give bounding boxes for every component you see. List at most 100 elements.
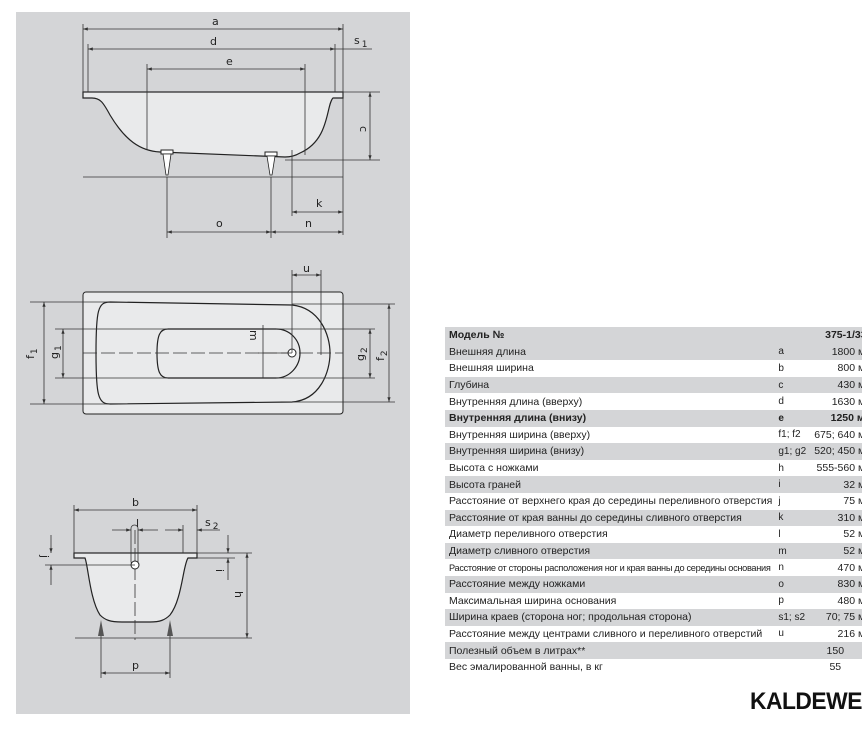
dim-label-g1: g1	[48, 345, 64, 359]
foot-right	[264, 151, 278, 176]
row-symbol: m	[776, 542, 811, 560]
row-value: 1800 мм	[810, 343, 862, 361]
row-label: Вес эмалированной ванны, в кг	[449, 661, 603, 674]
row-symbol: p	[778, 595, 784, 607]
row-value: 830 мм	[810, 575, 862, 593]
table-row: Полезный объем в литрах**150	[445, 642, 862, 659]
kaldewei-logo: KALDEWEI	[750, 688, 862, 715]
row-value: 216 мм	[837, 627, 862, 640]
row-symbol: l	[778, 528, 781, 540]
row-symbol: i	[776, 476, 811, 493]
top-view: u m f1 g1 g2 f2	[24, 262, 395, 415]
dim-label-d: d	[210, 35, 217, 48]
row-label: Расстояние между ножками	[445, 575, 777, 593]
row-value: 1250 мм	[810, 409, 862, 427]
dim-label-n: n	[305, 217, 312, 230]
row-value: 70; 75 мм	[810, 609, 862, 626]
row-symbol: e	[776, 409, 811, 427]
dim-label-h: h	[232, 591, 245, 598]
row-value: 520; 450 мм	[810, 443, 862, 460]
row-label: Внутренняя ширина (внизу)	[445, 443, 777, 460]
row-label: Расстояние от края ванны до середины сли…	[445, 509, 777, 527]
dim-label-l: l	[136, 517, 139, 530]
dim-label-o: o	[216, 217, 223, 230]
table-row: Диаметр переливного отверстия l 52 мм	[445, 526, 862, 543]
row-symbol: k	[776, 509, 811, 527]
row-value: 480 мм	[837, 594, 862, 607]
table-row: Внутренняя длина (вверху) d 1630 мм	[445, 393, 862, 410]
row-symbol: g1; g2	[776, 443, 811, 460]
row-value: 470 мм	[837, 561, 862, 574]
table-row: Расстояние между центрами сливного и пер…	[445, 626, 862, 643]
row-symbol: h	[778, 462, 784, 474]
row-label: Внутренняя длина (внизу)	[445, 409, 777, 427]
row-label: Ширина краев (сторона ног; продольная ст…	[445, 609, 777, 626]
dim-label-e: e	[226, 55, 233, 68]
row-symbol: n	[778, 562, 784, 574]
row-symbol: j	[778, 495, 781, 507]
row-label: Расстояние от верхнего края до середины …	[449, 495, 773, 508]
row-label: Высота с ножками	[449, 462, 539, 475]
dim-label-p: p	[132, 659, 139, 672]
row-symbol: s1; s2	[776, 609, 811, 626]
dim-label-m: m	[247, 330, 260, 341]
row-value: 675; 640 мм	[814, 428, 862, 441]
model-number: 375-1/337	[810, 327, 862, 344]
row-label: Внешняя ширина	[449, 362, 534, 375]
row-value: 430 мм	[810, 376, 862, 394]
dim-label-i: i	[213, 569, 226, 572]
row-value: 150	[810, 642, 862, 659]
dim-label-f2: f2	[374, 350, 390, 361]
dim-label-g2: g2	[354, 347, 370, 361]
row-value: 75 мм	[843, 495, 862, 508]
table-row: Расстояние от верхнего края до середины …	[445, 493, 862, 510]
dim-label-c: c	[357, 126, 370, 132]
row-symbol: o	[776, 575, 811, 593]
model-label: Модель №	[445, 327, 777, 344]
row-label: Максимальная ширина основания	[449, 594, 617, 607]
row-symbol: a	[776, 343, 811, 361]
row-value: 310 мм	[810, 509, 862, 527]
dim-label-a: a	[212, 15, 219, 28]
table-row: Вес эмалированной ванны, в кг 55	[445, 659, 862, 676]
row-label: Расстояние от стороны расположения ног и…	[449, 562, 771, 573]
row-symbol: d	[778, 396, 784, 408]
row-symbol	[776, 642, 811, 659]
dim-label-j: j	[38, 554, 51, 558]
row-value: 800 мм	[837, 362, 862, 375]
dim-label-k: k	[316, 197, 323, 210]
row-label: Расстояние между центрами сливного и пер…	[449, 627, 763, 640]
row-symbol: f1; f2	[778, 429, 801, 441]
row-value: 55	[829, 661, 842, 674]
row-label: Внутренняя ширина (вверху)	[449, 428, 591, 441]
dim-label-b: b	[132, 496, 139, 509]
row-symbol: u	[778, 628, 784, 640]
row-label: Диаметр переливного отверстия	[449, 528, 608, 541]
row-symbol	[776, 659, 810, 676]
row-label: Внешняя длина	[445, 343, 777, 361]
row-value: 1630 мм	[831, 395, 862, 408]
foot-left	[160, 149, 174, 176]
dim-label-f1: f1	[24, 348, 40, 359]
row-value: 52 мм	[843, 528, 862, 541]
table-row: Расстояние от стороны расположения ног и…	[445, 559, 862, 576]
dim-label-u: u	[303, 262, 310, 275]
table-row: Максимальная ширина основания p 480 мм	[445, 593, 862, 610]
row-symbol: c	[776, 376, 811, 394]
table-row: Ширина краев (сторона ног; продольная ст…	[445, 609, 862, 626]
row-label: Глубина	[445, 376, 777, 394]
row-value: 52 мм	[810, 542, 862, 560]
row-label: Внутренняя длина (вверху)	[449, 395, 583, 408]
